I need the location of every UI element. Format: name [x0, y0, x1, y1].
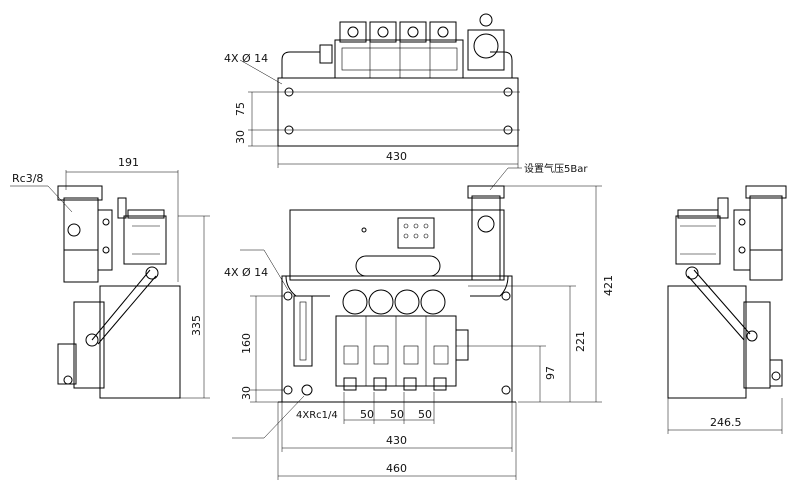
right-view-filter	[749, 195, 783, 281]
left-view-dim-width: 191	[118, 156, 139, 169]
front-view-hole	[501, 385, 511, 395]
front-view-dim-pitch-3: 50	[418, 408, 432, 421]
left-view-thread-note: Rc3/8	[12, 172, 43, 185]
front-view-dim-pitch-2: 50	[390, 408, 404, 421]
front-view-regulator	[471, 195, 501, 281]
top-view-hole-note: 4X Ø 14	[224, 52, 268, 65]
top-view-dim-width: 430	[386, 150, 407, 163]
left-view-arm	[91, 269, 151, 341]
top-view-regulator	[467, 29, 505, 71]
top-view-valve-block	[334, 39, 464, 79]
front-view-dim-pitch-1: 50	[360, 408, 374, 421]
front-view-dim-160: 160	[240, 333, 253, 354]
front-view: 4X Ø 14 160 30 4XRc1/4 50 50 50 430 460 …	[224, 162, 615, 480]
right-view-dim-width: 246.5	[710, 416, 742, 429]
right-view-arm	[693, 269, 751, 335]
front-view-dim-421: 421	[602, 275, 615, 296]
front-view-gauge	[394, 289, 420, 315]
top-view-base-plate	[277, 77, 519, 147]
right-view-body	[667, 285, 747, 399]
front-view-dim-inner-width: 430	[386, 434, 407, 447]
front-view-gauge	[420, 289, 446, 315]
top-view-dim-30: 30	[234, 130, 247, 144]
front-view-back-panel	[289, 209, 505, 281]
front-view-dim-outer-width: 460	[386, 462, 407, 475]
front-view-port-note: 4XRc1/4	[296, 410, 338, 421]
top-view-dim-75: 75	[234, 102, 247, 116]
left-view-filter	[63, 197, 99, 283]
left-view-dim-height: 335	[190, 315, 203, 336]
left-view-pump	[123, 215, 167, 265]
left-view: 191 Rc3/8 335	[10, 156, 210, 399]
front-view-dim-30: 30	[240, 386, 253, 400]
front-view-dim-221: 221	[574, 331, 587, 352]
front-view-hole	[283, 385, 293, 395]
left-view-body	[99, 285, 181, 399]
top-view: 4X Ø 14 75 30 430	[224, 13, 520, 168]
front-view-gauge	[342, 289, 368, 315]
front-view-hole	[501, 291, 511, 301]
front-view-air-pressure-note: 设置气压5Bar	[524, 162, 588, 175]
right-view-pump	[675, 215, 721, 265]
front-view-dim-97: 97	[544, 366, 557, 380]
right-view: 246.5	[667, 185, 787, 434]
front-view-level-gauge	[293, 295, 313, 367]
front-view-gauge	[368, 289, 394, 315]
front-view-hole	[283, 291, 293, 301]
front-view-hole-note: 4X Ø 14	[224, 266, 268, 279]
